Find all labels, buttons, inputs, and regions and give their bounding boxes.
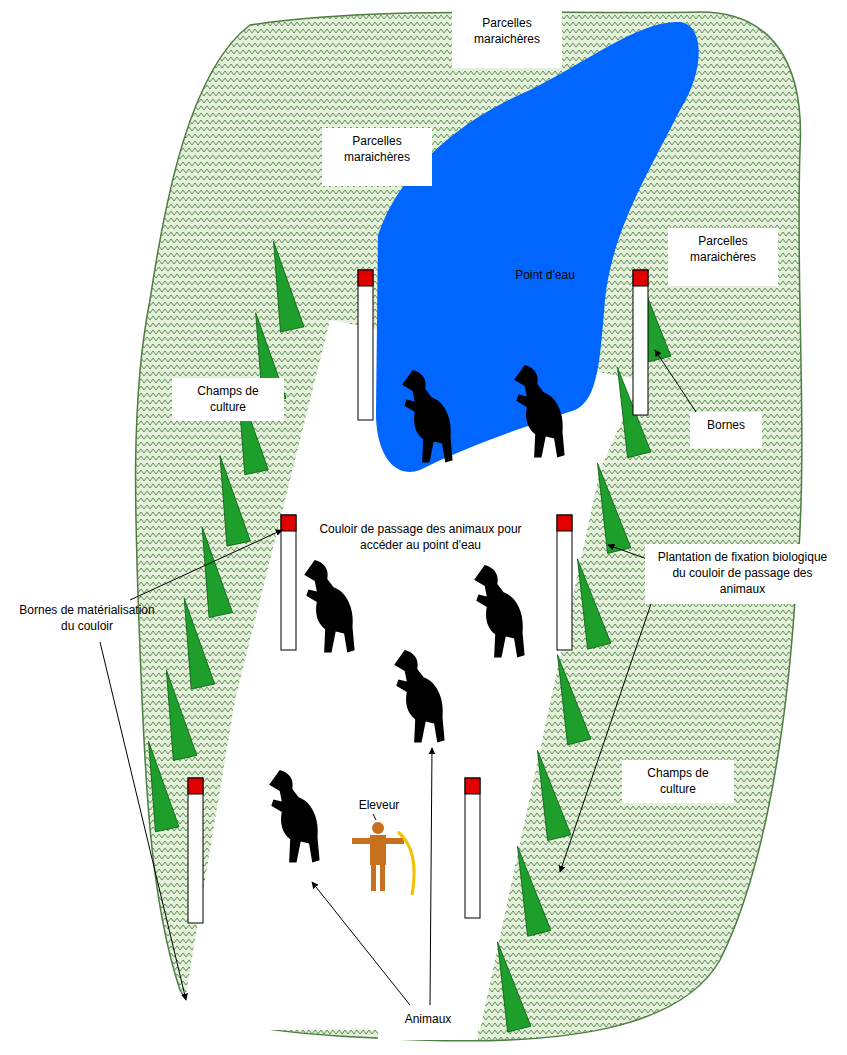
node-text: Parcelles maraichères bbox=[458, 15, 556, 47]
boundary-post bbox=[465, 778, 480, 918]
tree bbox=[262, 239, 304, 332]
tree bbox=[155, 667, 197, 760]
boundary-post bbox=[188, 778, 203, 923]
node-text: Champs de culture bbox=[628, 765, 728, 797]
tree bbox=[208, 453, 250, 546]
node-text: Plantation de fixation biologique du cou… bbox=[651, 549, 834, 598]
water-point bbox=[376, 22, 699, 472]
herder-figure bbox=[352, 822, 414, 895]
boundary-post bbox=[358, 270, 373, 420]
tree bbox=[173, 596, 215, 689]
tree bbox=[190, 525, 232, 618]
node-text: Animaux bbox=[384, 1011, 472, 1027]
boundary-post bbox=[281, 515, 296, 650]
tree bbox=[586, 460, 631, 553]
node-text: Parcelles maraichères bbox=[328, 133, 426, 165]
animal bbox=[402, 370, 452, 462]
boundary-post bbox=[557, 515, 572, 650]
node-text: Point d'eau bbox=[501, 267, 589, 283]
label-box: Champs de culture bbox=[622, 760, 734, 803]
tree bbox=[546, 652, 591, 745]
label-box: Champs de culture bbox=[172, 378, 284, 421]
tree-row bbox=[137, 239, 671, 1032]
animal bbox=[304, 560, 354, 652]
animal bbox=[514, 365, 564, 457]
node-text: Champs de culture bbox=[178, 383, 278, 415]
animal bbox=[474, 565, 524, 657]
label-box: Parcelles maraichères bbox=[452, 10, 562, 68]
label-box: Bornes bbox=[690, 412, 762, 448]
boundary-posts bbox=[188, 270, 648, 923]
animal bbox=[394, 650, 444, 742]
annotation: Bornes de matérialisation du couloir bbox=[12, 602, 162, 634]
land-area bbox=[136, 12, 802, 1041]
label-box: Parcelles maraichères bbox=[668, 228, 778, 286]
annotation: Eleveur bbox=[348, 796, 410, 814]
tree bbox=[526, 747, 571, 840]
tree bbox=[506, 843, 551, 936]
tree bbox=[137, 739, 179, 832]
tree bbox=[566, 556, 611, 649]
annotation: Couloir de passage des animaux pour accé… bbox=[300, 520, 541, 554]
label-box: Plantation de fixation biologique du cou… bbox=[645, 544, 840, 604]
leader-lines bbox=[100, 350, 700, 1005]
animal-group bbox=[269, 365, 564, 862]
label-box: Animaux bbox=[378, 1006, 478, 1040]
boundary-post bbox=[633, 270, 648, 415]
label-box: Parcelles maraichères bbox=[322, 128, 432, 186]
node-text: Bornes bbox=[696, 417, 756, 433]
node-text: Parcelles maraichères bbox=[674, 233, 772, 265]
animal bbox=[269, 770, 319, 862]
water-label: Point d'eau bbox=[495, 262, 595, 290]
tree bbox=[486, 939, 531, 1032]
